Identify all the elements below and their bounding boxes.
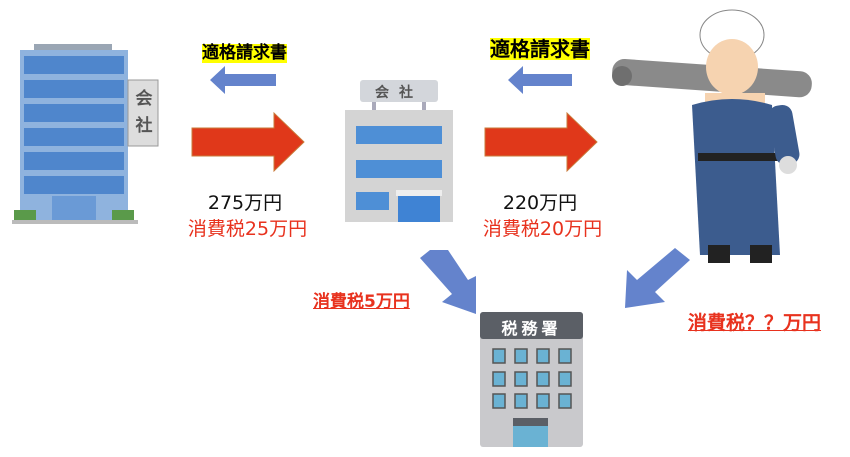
tax-arrow-worker (625, 248, 690, 308)
payment-arrow-right-2 (484, 111, 598, 173)
transaction-2-tax: 消費税20万円 (482, 218, 603, 240)
office-tower-icon (12, 44, 159, 224)
left-company-sign: 会社 (135, 89, 153, 136)
middle-company-building: 会社 (345, 80, 455, 224)
tax-office-sign: 税務署 (501, 319, 562, 338)
worker-illustration (600, 5, 812, 267)
transaction-2-amount: 220万円 (502, 192, 578, 214)
payment-arrow-right-1 (191, 111, 305, 173)
invoice-arrow-left-2 (508, 66, 572, 94)
invoice-label-2: 適格請求書 (490, 37, 590, 61)
middle-tax-payment: 消費税5万円 (313, 292, 410, 312)
worker-tax-payment: 消費税？？万円 (688, 312, 822, 334)
transaction-1-amount: 275万円 (207, 192, 283, 214)
transaction-1-tax: 消費税25万円 (187, 218, 308, 240)
tax-office-building: 税務署 (480, 312, 584, 448)
tax-arrow-middle (420, 250, 476, 314)
middle-company-sign: 会社 (375, 85, 423, 101)
invoice-arrow-left-1 (210, 66, 276, 94)
left-company-building: 会社 (12, 38, 162, 228)
construction-worker-icon (612, 9, 812, 263)
invoice-label-1: 適格請求書 (202, 43, 287, 63)
company-building-icon (345, 80, 453, 222)
tax-office-icon (480, 312, 583, 447)
